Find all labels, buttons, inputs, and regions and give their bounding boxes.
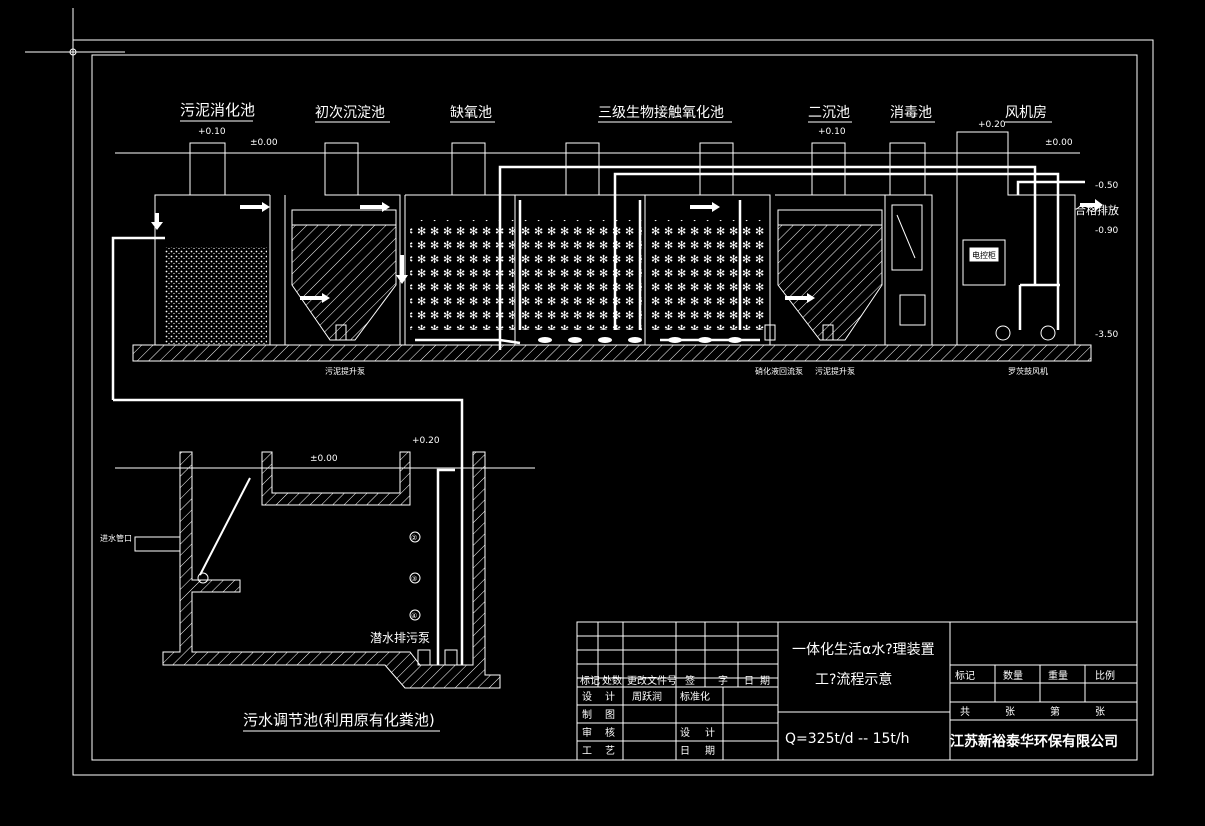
- base-slab: [132, 344, 1092, 362]
- label-secondary-settling: 二沉池: [808, 105, 850, 121]
- label-roots-blower: 罗茨鼓风机: [1008, 366, 1048, 376]
- label-qualified-discharge: 合格排放: [1075, 203, 1119, 217]
- row-cell: 计: [605, 690, 615, 703]
- elevation-mark: ±0.00: [1045, 138, 1073, 148]
- sludge-digestion-tank: [154, 142, 271, 345]
- row-cell: 艺: [605, 745, 615, 757]
- label-level-3: ④: [411, 612, 417, 620]
- right-header: 数量: [1003, 669, 1023, 682]
- row-cell: 工: [582, 746, 592, 757]
- row-cell: 期: [705, 745, 715, 757]
- flow-arrows: [151, 199, 1103, 303]
- company-name: 江苏新裕泰华环保有限公司: [950, 733, 1118, 750]
- elevation-mark: -3.50: [1095, 330, 1119, 340]
- elevation-mark: ±0.00: [250, 138, 278, 148]
- process-pipes: [111, 165, 1085, 665]
- elevation-marks: +0.10 ±0.00 +0.10 +0.20 ±0.00 -0.50 -0.9…: [198, 120, 1119, 464]
- elevation-mark: -0.90: [1095, 226, 1119, 236]
- secondary-settling-tank: [775, 142, 886, 345]
- title-block-text: 标记 处数 更改文件号 签 字 日 期 设 计 周跃润 标准化 制 图 审 核 …: [580, 642, 1118, 757]
- elevation-mark: ±0.00: [310, 454, 338, 464]
- equalization-tank: [134, 451, 501, 689]
- rev-header: 处数: [602, 674, 622, 687]
- row-cell: 标准化: [680, 690, 710, 703]
- aeration-diffusers: [538, 337, 742, 343]
- label-sludge-digestion: 污泥消化池: [180, 101, 255, 119]
- pump-icons: [335, 324, 834, 341]
- label-primary-settling: 初次沉淀池: [315, 104, 385, 121]
- row-cell: 计: [705, 726, 715, 739]
- flow-rate: Q=325t/d -- 15t/h: [785, 731, 909, 747]
- label-equalization-tank: 污水调节池(利用原有化粪池): [243, 711, 435, 729]
- row-cell: 核: [605, 726, 615, 739]
- label-inlet: 进水管口: [100, 533, 132, 543]
- row-cell: 审: [582, 726, 592, 739]
- right-header: 重量: [1048, 669, 1068, 682]
- sheet-cell: 张: [1095, 706, 1105, 718]
- elevation-mark: +0.10: [818, 127, 846, 137]
- row-cell: 设: [680, 727, 690, 739]
- label-nitrate-pump: 硝化液回流泵: [755, 366, 803, 376]
- row-cell: 周跃润: [632, 690, 662, 703]
- drawing-title-line-1: 一体化生活α水?理装置: [792, 642, 935, 658]
- label-level-2: ③: [411, 575, 417, 583]
- label-sludge-pump-1: 污泥提升泵: [325, 366, 365, 376]
- right-header: 标记: [955, 670, 975, 682]
- bio-tanks: [404, 142, 771, 345]
- row-cell: 日: [680, 746, 690, 757]
- elevation-mark: +0.20: [978, 120, 1006, 130]
- label-control-cabinet: 电控柜: [972, 250, 996, 260]
- drawing-title-line-2: 工?流程示意: [815, 671, 892, 688]
- rev-header: 标记: [580, 675, 600, 687]
- rev-header: 期: [760, 675, 770, 687]
- rev-header: 字: [718, 674, 728, 687]
- rev-header: 更改文件号: [627, 674, 677, 687]
- row-cell: 图: [605, 709, 615, 721]
- label-sludge-pump-2: 污泥提升泵: [815, 366, 855, 376]
- sheet-cell: 第: [1050, 705, 1060, 718]
- right-header: 比例: [1095, 669, 1115, 682]
- elevation-mark: +0.10: [198, 127, 226, 137]
- label-submersible-pump: 潜水排污泵: [370, 631, 430, 645]
- rev-header: 日: [744, 676, 754, 687]
- label-level-1: ②: [411, 534, 417, 542]
- label-blower-room: 风机房: [1005, 105, 1047, 121]
- row-cell: 制: [582, 708, 592, 721]
- elevation-mark: -0.50: [1095, 181, 1119, 191]
- sheet-cell: 共: [960, 706, 970, 718]
- elevation-mark: +0.20: [412, 436, 440, 446]
- label-anoxic: 缺氧池: [450, 105, 492, 121]
- label-disinfection: 消毒池: [890, 105, 932, 121]
- disinfection-tank: [885, 142, 933, 345]
- equipment-labels: 合格排放 电控柜 污泥提升泵 硝化液回流泵 污泥提升泵 罗茨鼓风机 进水管口 潜…: [100, 203, 1119, 732]
- rev-header: 签: [685, 674, 695, 687]
- title-block: [576, 621, 1138, 761]
- row-cell: 设: [582, 691, 592, 703]
- sheet-cell: 张: [1005, 706, 1015, 718]
- tank-labels: 污泥消化池 初次沉淀池 缺氧池 三级生物接触氧化池 二沉池 消毒池 风机房: [180, 101, 1052, 123]
- label-bio-contact: 三级生物接触氧化池: [598, 104, 724, 121]
- primary-settling-tank: [284, 142, 401, 345]
